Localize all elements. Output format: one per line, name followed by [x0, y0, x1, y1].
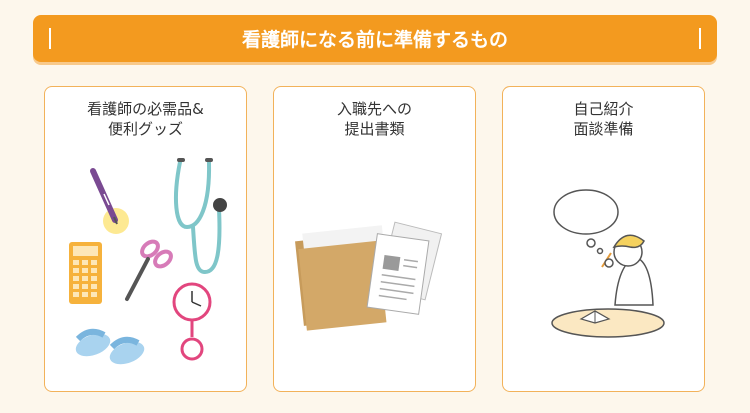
banner-left-bar — [49, 28, 51, 49]
card-title-line1: 自己紹介 — [573, 100, 634, 118]
person-icon — [601, 234, 654, 306]
card-title-line1: 入職先への — [336, 100, 412, 118]
card-interview-prep: 自己紹介 面談準備 — [502, 86, 705, 392]
card-title: 看護師の必需品& 便利グッズ — [45, 99, 246, 139]
card-title-line2: 提出書類 — [344, 120, 405, 138]
card-nurse-essentials: 看護師の必需品& 便利グッズ — [44, 86, 247, 392]
card-documents: 入職先への 提出書類 — [273, 86, 476, 392]
calculator-icon — [69, 242, 102, 304]
open-book-icon — [579, 310, 611, 324]
card-title: 入職先への 提出書類 — [274, 99, 475, 139]
documents-illustration — [295, 221, 443, 331]
card-title-line1: 看護師の必需品& — [87, 100, 204, 118]
stethoscope-icon — [174, 158, 227, 275]
banner-right-bar — [699, 28, 701, 49]
scissors-icon — [125, 239, 173, 301]
header-banner: 看護師になる前に準備するもの — [33, 15, 717, 62]
slippers-icon — [75, 328, 145, 365]
table-icon — [551, 308, 665, 338]
nurse-goods-illustration — [69, 158, 227, 365]
card-title-line2: 面談準備 — [573, 120, 634, 138]
card-title: 自己紹介 面談準備 — [503, 99, 704, 139]
penlight-icon — [90, 168, 129, 234]
nurse-watch-icon — [172, 282, 212, 361]
thinking-person-illustration — [551, 189, 665, 338]
banner-title: 看護師になる前に準備するもの — [241, 29, 508, 51]
card-title-line2: 便利グッズ — [107, 120, 183, 138]
paper-icon — [366, 221, 443, 315]
thought-bubble-icon — [553, 189, 619, 255]
